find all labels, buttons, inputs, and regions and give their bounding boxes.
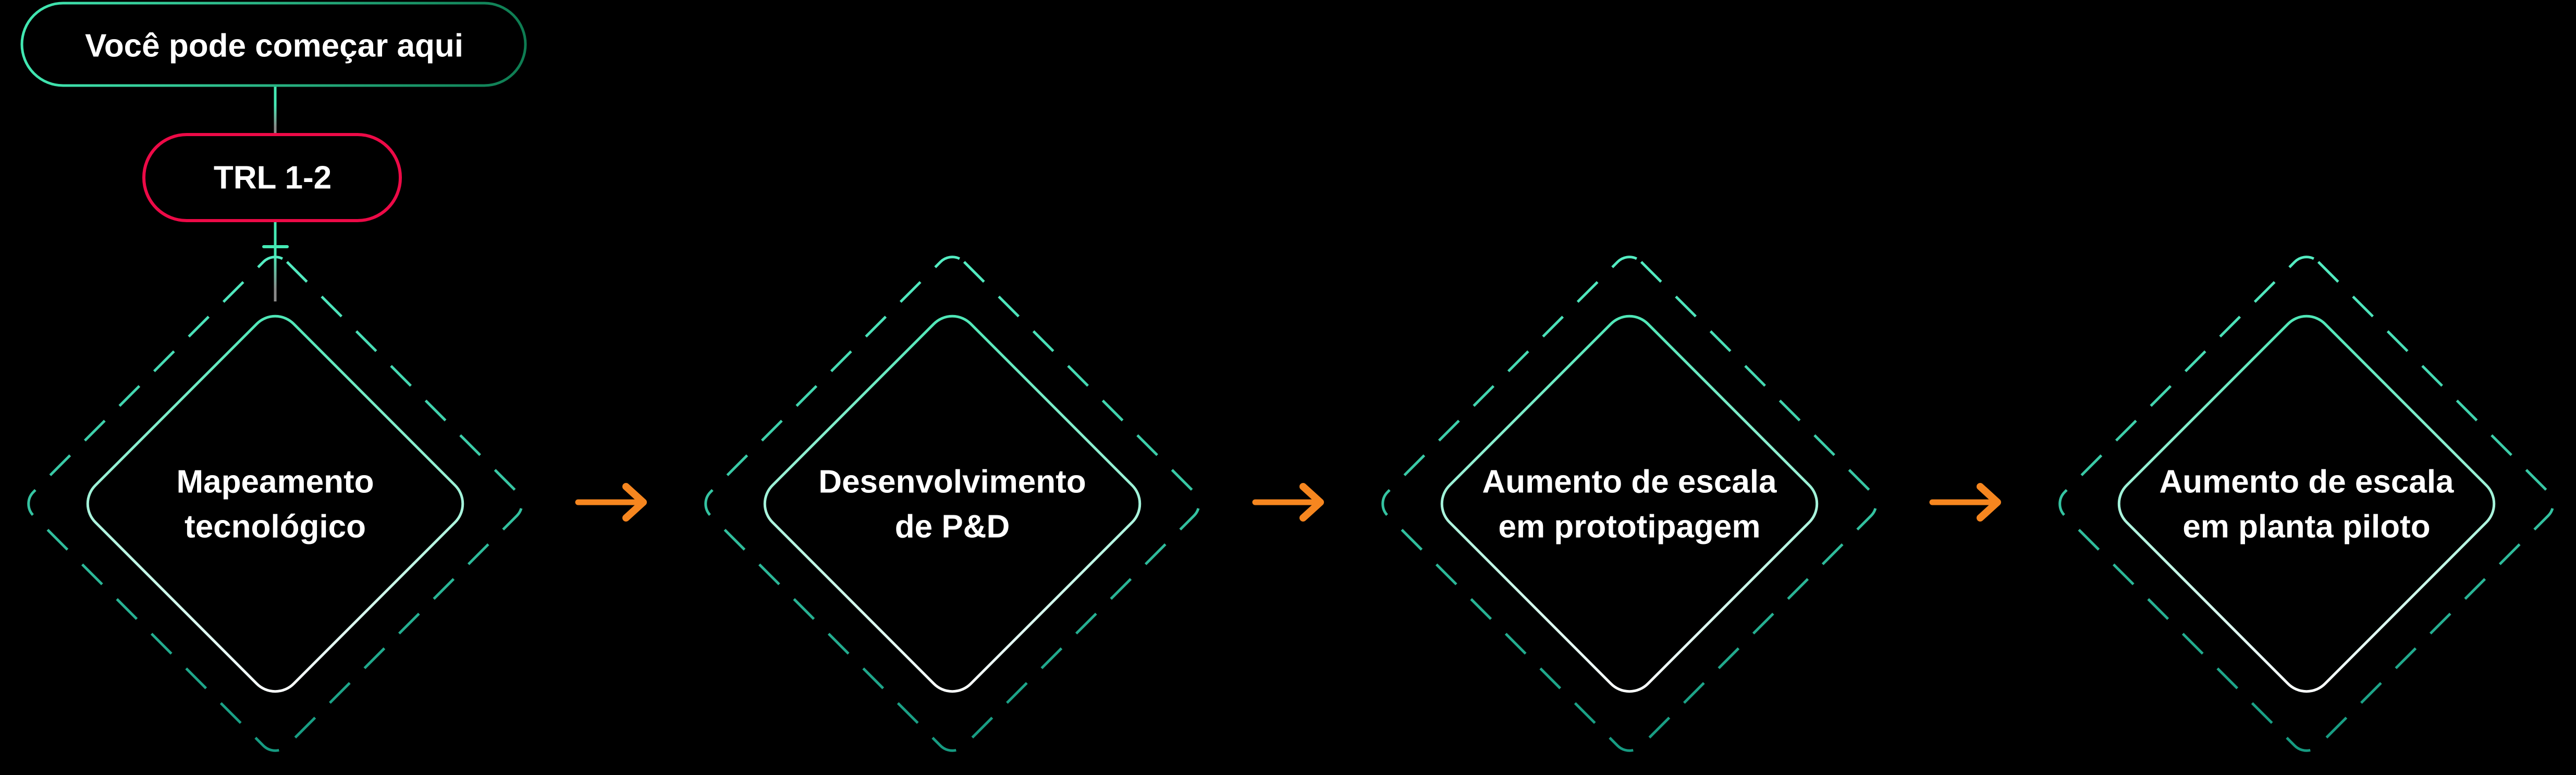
step-node-mapeamento-tecnologico: Mapeamento tecnológico bbox=[27, 256, 523, 752]
step-label-line-2: tecnológico bbox=[185, 509, 366, 545]
step-label-line-1: Desenvolvimento bbox=[818, 464, 1086, 500]
trl-node-outline bbox=[142, 133, 402, 222]
step-inner-outline bbox=[1440, 314, 1819, 693]
step-label-line-1: Aumento de escala bbox=[1482, 464, 1777, 500]
step-inner-outline bbox=[2117, 314, 2496, 693]
step-outer-dashed-outline bbox=[1381, 256, 1878, 752]
step-inner-outline bbox=[86, 314, 464, 693]
step-label-line-1: Aumento de escala bbox=[2159, 464, 2454, 500]
arrow-right-icon bbox=[575, 483, 647, 522]
step-label-line-1: Mapeamento bbox=[177, 464, 374, 500]
start-node-outline bbox=[20, 2, 527, 87]
trl-node: TRL 1-2 bbox=[142, 133, 402, 222]
step-label-line-2: de P&D bbox=[895, 509, 1010, 545]
step-label-line-2: em prototipagem bbox=[1499, 509, 1761, 545]
arrow-head bbox=[1977, 483, 2001, 522]
step-node-escala-prototipagem: Aumento de escala em prototipagem bbox=[1381, 256, 1878, 752]
arrow-right-icon bbox=[1252, 483, 1324, 522]
arrow-right-icon bbox=[1929, 483, 2001, 522]
step-node-escala-planta-piloto: Aumento de escala em planta piloto bbox=[2058, 256, 2555, 752]
step-node-desenvolvimento-ped: Desenvolvimento de P&D bbox=[704, 256, 1200, 752]
start-node: Você pode começar aqui bbox=[20, 2, 527, 87]
step-label-line-2: em planta piloto bbox=[2182, 509, 2430, 545]
arrow-head bbox=[1299, 483, 1324, 522]
step-outer-dashed-outline bbox=[2058, 256, 2555, 752]
step-outer-dashed-outline bbox=[27, 256, 523, 752]
step-outer-dashed-outline bbox=[704, 256, 1200, 752]
trl-node-label: TRL 1-2 bbox=[214, 160, 332, 196]
step-inner-outline bbox=[763, 314, 1142, 693]
start-node-label: Você pode começar aqui bbox=[85, 28, 463, 64]
arrow-head bbox=[622, 483, 647, 522]
